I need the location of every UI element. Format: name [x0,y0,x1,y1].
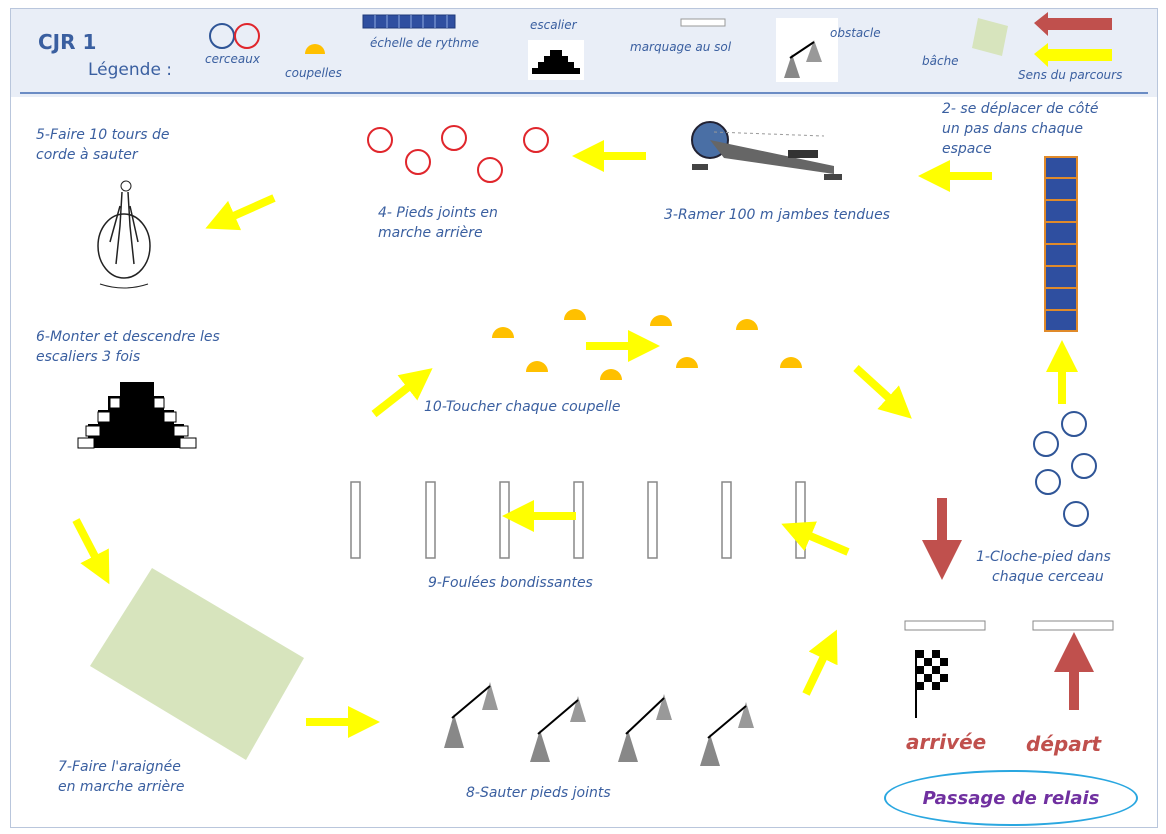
station-9-label: 9-Foulées bondissantes [428,575,593,591]
station-10-label: 10-Toucher chaque coupelle [424,399,621,415]
station-7-line2: en marche arrière [58,779,185,795]
relay-passage-label: Passage de relais [884,770,1138,826]
station-7-line1: 7-Faire l'araignée [58,759,181,775]
station-8-label: 8-Sauter pieds joints [466,785,611,801]
red-hoops [367,125,549,183]
legend-bache: bâche [922,54,959,68]
legend-label: Légende : [88,60,173,80]
page-title: CJR 1 [38,30,97,54]
legend-cone-icon [305,44,325,54]
stairs-image [72,372,204,464]
legend-hoops-icon [209,23,260,49]
station-2-line2: un pas dans chaque [942,121,1084,137]
rowing-machine-image [684,98,850,198]
arrivee-label: arrivée [906,730,987,754]
legend-obstacle: obstacle [830,26,881,40]
arrow-8-to-9 [802,629,838,696]
station-5-line1: 5-Faire 10 tours de [36,127,170,143]
arrow-9-from-right [781,521,850,556]
legend-obstacle-icon [776,18,838,82]
checkered-flag-icon [904,642,952,722]
arrow-9-to-10 [371,368,433,418]
rhythm-ladder [1044,156,1078,332]
legend-marquage: marquage au sol [630,40,732,54]
legend-echelle: échelle de rythme [370,36,480,50]
station-5-line2: corde à sauter [36,147,138,163]
depart-label: départ [1026,732,1102,756]
blue-hoops [1033,411,1097,527]
station-3-label: 3-Ramer 100 m jambes tendues [664,207,890,223]
jump-rope-figure-image [97,180,151,289]
station-1-line1: 1-Cloche-pied dans [976,549,1111,565]
station-2-line1: 2- se déplacer de côté [942,101,1099,117]
cones [492,309,802,380]
start-marking [1032,620,1114,631]
station-6-line2: escaliers 3 fois [36,349,141,365]
station-2-line3: espace [942,141,992,157]
legend-cerceaux: cerceaux [205,52,260,66]
legend-sens: Sens du parcours [1018,68,1123,82]
legend-ladder-icon [362,14,456,29]
legend-direction-arrows-icon [1034,12,1112,67]
legend-stairs-icon [528,40,584,80]
obstacles-image [430,650,782,774]
finish-marking [904,620,986,631]
station-4-line1: 4- Pieds joints en [378,205,498,221]
legend-marking-icon [680,18,726,27]
legend-escalier: escalier [530,18,577,32]
header-divider [20,92,1148,94]
station-1-line2: chaque cerceau [992,569,1104,585]
arrow-6-to-7 [72,518,110,585]
legend-tarp-icon [972,18,1008,56]
arrow-10-to-finish [853,365,912,419]
arrow-4-to-5 [205,194,276,231]
station-6-line1: 6-Monter et descendre les [36,329,220,345]
legend-coupelles: coupelles [285,66,342,80]
tarp [90,568,304,760]
station-4-line2: marche arrière [378,225,483,241]
